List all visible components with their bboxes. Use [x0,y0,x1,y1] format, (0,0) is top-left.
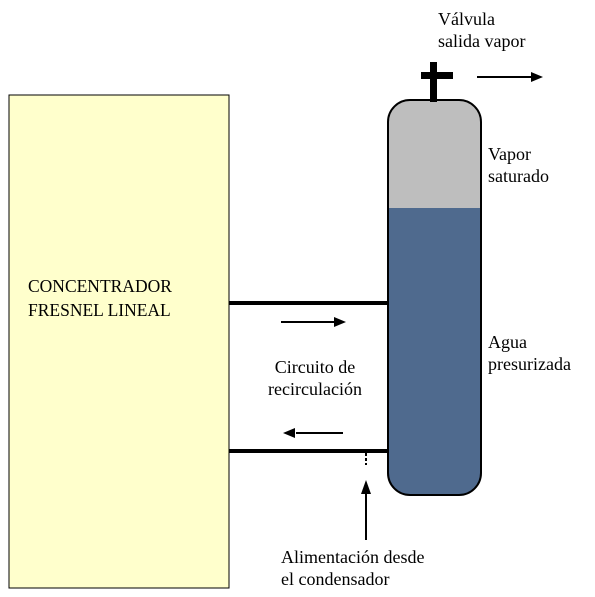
water-label-line2: presurizada [488,354,571,374]
concentrator-label: CONCENTRADOR FRESNEL LINEAL [28,274,172,322]
circuit-label-line1: Circuito de [274,357,356,377]
feed-label-line1: Alimentación desde [281,547,425,567]
pressurized-water-zone [388,208,481,495]
steam-outlet-arrow-icon [477,72,543,82]
valve-label: Válvula salida vapor [438,8,525,52]
steam-label-line2: saturado [488,166,549,186]
concentrator-label-line1: CONCENTRADOR [28,276,172,296]
feed-label: Alimentación desde el condensador [281,546,424,590]
valve-label-line2: salida vapor [438,31,526,51]
concentrator-label-line2: FRESNEL LINEAL [28,300,171,320]
circuit-label-line2: recirculación [268,379,362,399]
steam-outlet-valve-icon [421,62,453,102]
valve-label-line1: Válvula [438,9,495,29]
water-label-line1: Agua [488,332,527,352]
upper-flow-arrow-icon [281,317,346,327]
steam-drum [388,100,481,495]
steam-label-line1: Vapor [488,144,531,164]
circuit-label: Circuito de recirculación [250,356,380,400]
feed-water-arrow-icon [361,480,371,540]
feed-label-line2: el condensador [281,569,390,589]
saturated-steam-zone [388,100,481,208]
water-label: Agua presurizada [488,331,571,375]
steam-label: Vapor saturado [488,143,549,187]
concentrator-block [8,94,230,589]
lower-flow-arrow-icon [283,428,343,438]
